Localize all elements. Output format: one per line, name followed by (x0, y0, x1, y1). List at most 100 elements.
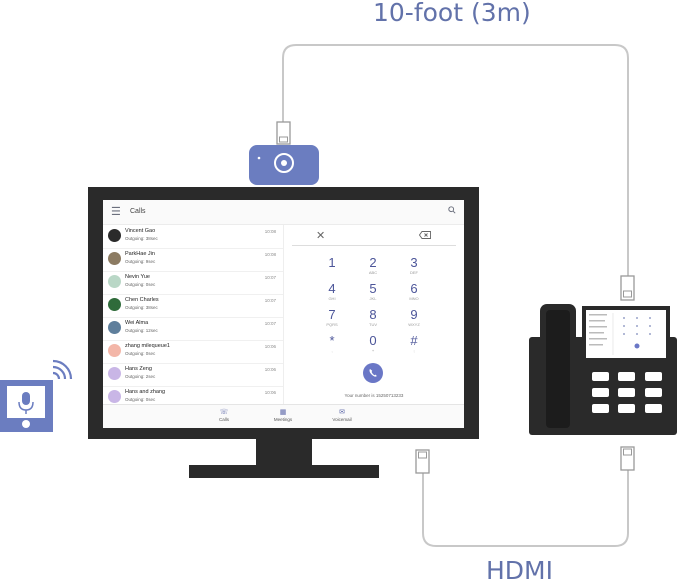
key-letters: ; (413, 348, 415, 353)
key-letters: JKL (369, 296, 377, 301)
key-digit: 5 (369, 281, 377, 296)
key-2[interactable]: 2 ABC (353, 256, 393, 276)
camera-cable (282, 44, 629, 280)
key-digit: 7 (328, 307, 336, 322)
list-item[interactable]: Hans Zeng Outgoing: 2sec 10:06 (103, 363, 283, 387)
number-field[interactable] (292, 245, 456, 246)
hdmi-connector-phone (620, 446, 635, 471)
close-icon[interactable]: ✕ (316, 230, 326, 242)
call-time: 10:06 (264, 390, 276, 395)
contact-name: Vincent Gao (125, 228, 156, 234)
key-digit: * (329, 333, 335, 348)
key-0[interactable]: 0 + (353, 334, 393, 354)
call-time: 10:07 (264, 321, 276, 326)
key-letters: WXYZ (408, 322, 420, 327)
key-5[interactable]: 5 JKL (353, 282, 393, 302)
avatar (108, 275, 121, 288)
call-status: Outgoing: 12sec (125, 328, 158, 333)
list-item[interactable]: Wei Alma Outgoing: 12sec 10:07 (103, 317, 283, 341)
usb-connector-phone-top (620, 275, 635, 301)
key-digit: 2 (369, 255, 377, 270)
key-letters: MNO (409, 296, 419, 301)
menu-icon[interactable]: ☰ (111, 206, 121, 218)
camera-icon (249, 145, 319, 185)
avatar (108, 344, 121, 357)
key-8[interactable]: 8 TUV (353, 308, 393, 328)
nav-item-voicemail[interactable]: ✉ Voicemail (322, 409, 362, 422)
contact-name: zhang milequeue1 (125, 343, 170, 349)
avatar (108, 321, 121, 334)
call-time: 10:07 (264, 298, 276, 303)
calendar-icon: ▦ (279, 409, 287, 416)
key-digit: 4 (328, 281, 336, 296)
contact-name: Hans Zeng (125, 366, 152, 372)
key-letters: + (371, 348, 375, 353)
hdmi-cable (422, 468, 629, 547)
search-icon[interactable] (448, 206, 456, 214)
nav-label: Voicemail (332, 417, 352, 422)
list-item[interactable]: zhang milequeue1 Outgoing: 0sec 10:06 (103, 340, 283, 364)
nav-label: Meetings (273, 417, 293, 422)
list-item[interactable]: Nevin Yue Outgoing: 0sec 10:07 (103, 271, 283, 295)
key-letters: GHI (328, 296, 336, 301)
list-item[interactable]: Hans and zhang Outgoing: 0sec 10:06 (103, 386, 283, 404)
key-6[interactable]: 6 MNO (394, 282, 434, 302)
key-1[interactable]: 1 (312, 256, 352, 270)
call-status: Outgoing: 0sec (125, 351, 156, 356)
avatar (108, 298, 121, 311)
app-title-bar: ☰ Calls (103, 200, 464, 225)
avatar (108, 390, 121, 403)
key-9[interactable]: 9 WXYZ (394, 308, 434, 328)
key-digit: 9 (410, 307, 418, 322)
contact-name: Hans and zhang (125, 389, 166, 395)
key-digit: 3 (410, 255, 418, 270)
camera-cable-label: 10-foot (3m) (373, 0, 531, 27)
call-status: Outgoing: 38sec (125, 236, 158, 241)
contact-name: Nevin Yue (125, 274, 150, 280)
call-time: 10:06 (264, 344, 276, 349)
your-number-text: Your number is 15250713233 (344, 393, 404, 398)
dial-pad: ✕ 1 2 ABC 3 DEF 4 GHI 5 JKL 6 MNO (284, 225, 464, 404)
list-item[interactable]: Chen Charles Outgoing: 38sec 10:07 (103, 294, 283, 318)
avatar (108, 367, 121, 380)
desk-phone-icon (529, 304, 677, 435)
hdmi-connector-monitor (415, 449, 430, 474)
voicemail-icon: ✉ (339, 409, 345, 416)
contact-name: Wei Alma (125, 320, 149, 326)
list-item[interactable]: ParkHae Jin Outgoing: 9sec 10:08 (103, 248, 283, 272)
key-letters: , (331, 348, 333, 353)
bottom-nav: ☏ Calls ▦ Meetings ✉ Voicemail (103, 404, 464, 428)
backspace-icon[interactable] (419, 231, 431, 239)
call-time: 10:08 (264, 252, 276, 257)
call-status: Outgoing: 9sec (125, 259, 156, 264)
key-3[interactable]: 3 DEF (394, 256, 434, 276)
key-hash[interactable]: # ; (394, 334, 434, 354)
phone-icon: ☏ (219, 409, 229, 416)
key-digit: # (410, 333, 418, 348)
call-button[interactable] (363, 363, 383, 383)
call-time: 10:08 (264, 229, 276, 234)
contact-name: Chen Charles (125, 297, 159, 303)
key-digit: 6 (410, 281, 418, 296)
call-time: 10:07 (264, 275, 276, 280)
phone-icon (369, 369, 377, 377)
key-4[interactable]: 4 GHI (312, 282, 352, 302)
key-7[interactable]: 7 PQRS (312, 308, 352, 328)
monitor-screen: ☰ Calls Vincent Gao Outgoing: 38sec 10:0… (103, 200, 464, 428)
contact-name: ParkHae Jin (125, 251, 155, 257)
key-letters: TUV (369, 322, 377, 327)
hdmi-cable-label: HDMI (486, 556, 553, 585)
usb-connector-camera (276, 121, 291, 145)
key-digit: 8 (369, 307, 377, 322)
key-letters: DEF (410, 270, 418, 275)
nav-label: Calls (218, 417, 229, 422)
list-item[interactable]: Vincent Gao Outgoing: 38sec 10:08 (103, 225, 283, 249)
call-status: Outgoing: 2sec (125, 374, 156, 379)
key-digit: 1 (328, 255, 336, 270)
call-time: 10:06 (264, 367, 276, 372)
call-history-list: Vincent Gao Outgoing: 38sec 10:08 ParkHa… (103, 225, 284, 404)
key-star[interactable]: * , (312, 334, 352, 354)
nav-item-meetings[interactable]: ▦ Meetings (263, 409, 303, 422)
nav-item-calls[interactable]: ☏ Calls (204, 409, 244, 422)
key-letters: ABC (368, 270, 378, 275)
